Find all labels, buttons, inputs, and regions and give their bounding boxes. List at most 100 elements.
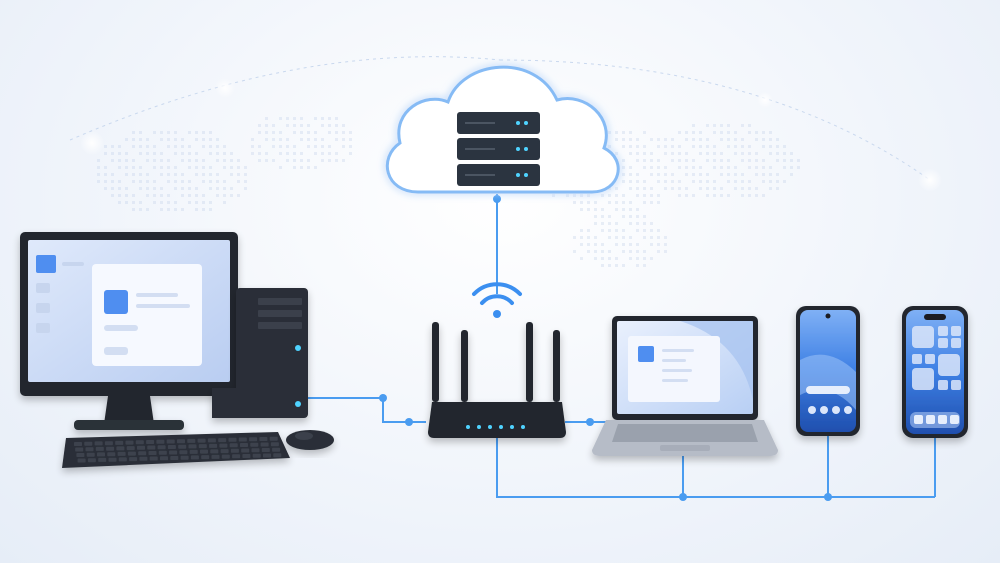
map-dot — [678, 145, 681, 148]
map-dot — [699, 131, 702, 134]
map-dot — [629, 208, 632, 211]
map-dot — [762, 138, 765, 141]
map-dot — [216, 187, 219, 190]
map-dot — [314, 152, 317, 155]
map-dot — [713, 187, 716, 190]
map-dot — [223, 187, 226, 190]
map-dot — [657, 243, 660, 246]
map-dot — [622, 131, 625, 134]
map-dot — [251, 138, 254, 141]
keyboard-key — [197, 438, 206, 443]
map-dot — [216, 194, 219, 197]
map-dot — [111, 194, 114, 197]
map-dot — [580, 243, 583, 246]
map-dot — [741, 180, 744, 183]
map-dot — [727, 166, 730, 169]
junction-dot — [586, 418, 594, 426]
map-dot — [734, 131, 737, 134]
map-dot — [671, 145, 674, 148]
map-dot — [300, 117, 303, 120]
map-dot — [755, 194, 758, 197]
map-dot — [307, 138, 310, 141]
map-dot — [146, 138, 149, 141]
map-dot — [678, 187, 681, 190]
map-dot — [643, 159, 646, 162]
map-dot — [629, 180, 632, 183]
map-dot — [132, 138, 135, 141]
map-dot — [307, 131, 310, 134]
map-dot — [762, 145, 765, 148]
map-dot — [776, 187, 779, 190]
map-dot — [615, 264, 618, 267]
map-dot — [328, 159, 331, 162]
map-dot — [657, 201, 660, 204]
map-dot — [258, 131, 261, 134]
map-dot — [685, 173, 688, 176]
map-dot — [790, 166, 793, 169]
map-dot — [587, 208, 590, 211]
map-dot — [650, 166, 653, 169]
map-dot — [167, 194, 170, 197]
map-dot — [678, 131, 681, 134]
edge-router-bus — [496, 438, 935, 498]
map-dot — [279, 145, 282, 148]
map-dot — [160, 173, 163, 176]
map-dot — [300, 152, 303, 155]
map-dot — [594, 236, 597, 239]
map-dot — [230, 187, 233, 190]
map-dot — [279, 166, 282, 169]
map-dot — [293, 131, 296, 134]
map-dot — [118, 201, 121, 204]
map-dot — [174, 145, 177, 148]
map-dot — [608, 222, 611, 225]
map-dot — [188, 145, 191, 148]
map-dot — [587, 243, 590, 246]
map-dot — [160, 194, 163, 197]
map-dot — [671, 173, 674, 176]
keyboard-key — [138, 451, 147, 456]
map-dot — [720, 166, 723, 169]
map-dot — [608, 145, 611, 148]
map-dot — [755, 152, 758, 155]
map-dot — [265, 124, 268, 127]
map-dot — [650, 236, 653, 239]
map-dot — [573, 201, 576, 204]
map-dot — [272, 124, 275, 127]
keyboard-key — [160, 456, 168, 461]
map-dot — [748, 166, 751, 169]
map-dot — [97, 166, 100, 169]
map-dot — [335, 124, 338, 127]
map-dot — [237, 159, 240, 162]
map-dot — [335, 117, 338, 120]
map-dot — [741, 145, 744, 148]
keyboard-key — [242, 454, 251, 458]
map-dot — [132, 159, 135, 162]
map-dot — [643, 180, 646, 183]
map-dot — [237, 180, 240, 183]
map-dot — [713, 131, 716, 134]
map-dot — [573, 194, 576, 197]
map-dot — [657, 236, 660, 239]
map-dot — [580, 229, 583, 232]
map-dot — [664, 236, 667, 239]
map-dot — [153, 145, 156, 148]
map-dot — [300, 159, 303, 162]
server-rack-icon — [457, 112, 540, 186]
map-dot — [790, 152, 793, 155]
map-dot — [146, 145, 149, 148]
map-dot — [769, 180, 772, 183]
map-dot — [104, 180, 107, 183]
map-dot — [132, 180, 135, 183]
map-dot — [755, 187, 758, 190]
map-dot — [657, 173, 660, 176]
map-dot — [223, 201, 226, 204]
map-dot — [685, 159, 688, 162]
map-dot — [195, 173, 198, 176]
map-dot — [783, 145, 786, 148]
map-dot — [706, 124, 709, 127]
keyboard-key — [97, 452, 105, 457]
map-dot — [678, 159, 681, 162]
orbit-arc-right — [499, 59, 931, 181]
map-dot — [685, 166, 688, 169]
map-dot — [629, 215, 632, 218]
